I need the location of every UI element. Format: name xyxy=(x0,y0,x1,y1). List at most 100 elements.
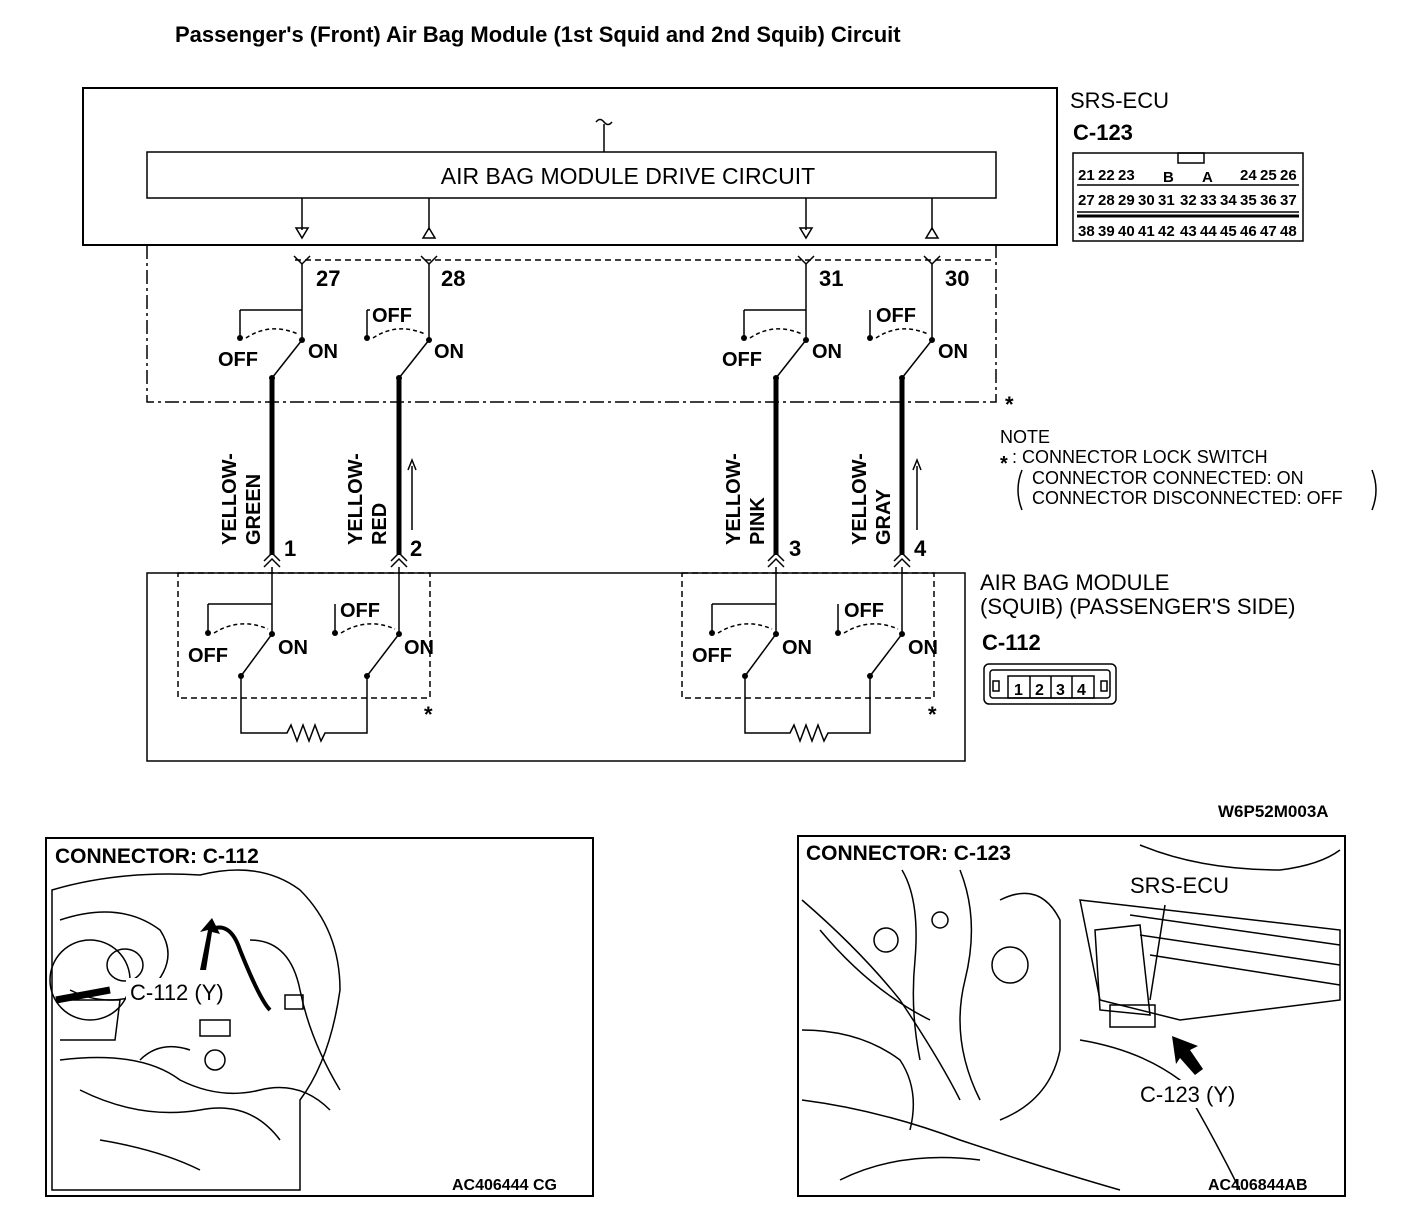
note-line1: : CONNECTOR LOCK SWITCH xyxy=(1012,447,1268,467)
module-box xyxy=(146,572,966,762)
mod-sw3-off: OFF xyxy=(692,645,732,667)
ac-symbol xyxy=(595,118,613,126)
photo-left-frame xyxy=(45,837,594,1197)
ecu-sw31-off: OFF xyxy=(722,349,762,371)
svg-text:36: 36 xyxy=(1260,192,1277,209)
module-label-line2: (SQUIB) (PASSENGER'S SIDE) xyxy=(980,594,1296,619)
svg-text:42: 42 xyxy=(1158,223,1175,240)
module-connector-face xyxy=(983,663,1117,705)
ecu-box xyxy=(82,87,1058,246)
drive-arrows xyxy=(294,198,940,240)
module-conn-pin-2: 2 xyxy=(1035,682,1044,699)
mod-sw2-on: ON xyxy=(404,637,434,659)
ecu-connector-enclosure xyxy=(146,245,997,403)
squib2-enclosure xyxy=(681,572,935,699)
svg-text:47: 47 xyxy=(1260,223,1277,240)
svg-text:33: 33 xyxy=(1200,192,1217,209)
svg-text:28: 28 xyxy=(1098,192,1115,209)
module-terminals xyxy=(263,551,911,568)
harness-wires xyxy=(269,378,922,555)
svg-text:26: 26 xyxy=(1280,167,1297,184)
module-pin-2: 2 xyxy=(410,536,422,561)
ecu-sw30-off: OFF xyxy=(876,305,916,327)
note-paren-right xyxy=(1371,469,1377,511)
photo-right-heading: CONNECTOR: C-123 xyxy=(806,842,1011,865)
drive-circuit-label: AIR BAG MODULE DRIVE CIRCUIT xyxy=(441,163,815,189)
svg-text:39: 39 xyxy=(1098,223,1115,240)
module-pin-4: 4 xyxy=(914,536,927,561)
module-lock-switches xyxy=(205,567,905,744)
note-line3: CONNECTOR DISCONNECTED: OFF xyxy=(1032,488,1343,508)
drive-circuit-box xyxy=(146,151,997,199)
wire-2-color-line1: YELLOW- xyxy=(345,453,367,545)
svg-text:48: 48 xyxy=(1280,223,1297,240)
note-line2: CONNECTOR CONNECTED: ON xyxy=(1032,468,1304,488)
mod-sw2-off: OFF xyxy=(340,600,380,622)
photo-left-heading: CONNECTOR: C-112 xyxy=(55,845,259,868)
svg-text:45: 45 xyxy=(1220,223,1237,240)
photo-right-frame xyxy=(797,835,1346,1197)
module-pin-1: 1 xyxy=(284,536,296,561)
svg-text:34: 34 xyxy=(1220,192,1237,209)
svg-text:40: 40 xyxy=(1118,223,1135,240)
note-star: * xyxy=(1000,453,1008,475)
wire-1-color-line1: YELLOW- xyxy=(219,453,241,545)
ecu-label: SRS-ECU xyxy=(1070,88,1169,113)
svg-text:44: 44 xyxy=(1200,223,1217,240)
svg-text:30: 30 xyxy=(1138,192,1155,209)
photo-left-illustration xyxy=(49,869,341,1191)
ecu-pin-30: 30 xyxy=(945,266,969,291)
ecu-sw28-off: OFF xyxy=(372,305,412,327)
ecu-lock-star: * xyxy=(1005,392,1014,417)
ecu-pin-31: 31 xyxy=(819,266,843,291)
svg-text:31: 31 xyxy=(1158,192,1175,209)
photo-right-callout-bg xyxy=(1136,1080,1254,1108)
ecu-connector-label: C-123 xyxy=(1073,120,1133,145)
photo-left-code: AC406444 CG xyxy=(452,1177,557,1194)
page-title: Passenger's (Front) Air Bag Module (1st … xyxy=(175,22,901,47)
ecu-connector-row1: 21 22 23 B A 24 25 26 xyxy=(1078,167,1297,186)
svg-text:43: 43 xyxy=(1180,223,1197,240)
ecu-connector-row3: 38 39 40 41 42 43 44 45 46 47 48 xyxy=(1078,223,1297,240)
note-heading: NOTE xyxy=(1000,427,1050,447)
mod-sw3-on: ON xyxy=(782,637,812,659)
photo-right-ecu-bg xyxy=(1126,872,1244,898)
svg-text:A: A xyxy=(1202,169,1213,186)
svg-text:32: 32 xyxy=(1180,192,1197,209)
wire-4-color-line1: YELLOW- xyxy=(849,453,871,545)
squib1-lock-star: * xyxy=(424,702,433,727)
svg-text:38: 38 xyxy=(1078,223,1095,240)
module-label-line1: AIR BAG MODULE xyxy=(980,570,1169,595)
ecu-pin-27: 27 xyxy=(316,266,340,291)
ecu-sw31-on: ON xyxy=(812,341,842,363)
svg-text:41: 41 xyxy=(1138,223,1155,240)
svg-text:35: 35 xyxy=(1240,192,1257,209)
module-connector-label: C-112 xyxy=(982,630,1041,655)
mod-sw4-on: ON xyxy=(908,637,938,659)
ecu-sw28-on: ON xyxy=(434,341,464,363)
ecu-lock-switches xyxy=(237,264,935,381)
ecu-sw27-off: OFF xyxy=(218,349,258,371)
svg-text:29: 29 xyxy=(1118,192,1135,209)
photo-right-callout: C-123 (Y) xyxy=(1140,1082,1235,1107)
module-pin-3: 3 xyxy=(789,536,801,561)
figure-code: W6P52M003A xyxy=(1218,802,1329,821)
module-conn-pin-3: 3 xyxy=(1056,682,1065,699)
photo-left-callout-bg xyxy=(126,978,244,1006)
note-paren-left xyxy=(1017,469,1023,511)
svg-text:B: B xyxy=(1163,169,1174,186)
svg-text:37: 37 xyxy=(1280,192,1297,209)
ecu-sw27-on: ON xyxy=(308,341,338,363)
wire-1-color-line2: GREEN xyxy=(243,474,265,545)
svg-text:24: 24 xyxy=(1240,167,1257,184)
module-conn-pin-4: 4 xyxy=(1077,682,1086,699)
svg-text:23: 23 xyxy=(1118,167,1135,184)
wire-3-color-line1: YELLOW- xyxy=(723,453,745,545)
photo-right-illustration xyxy=(801,844,1341,1191)
mod-sw1-on: ON xyxy=(278,637,308,659)
svg-text:21: 21 xyxy=(1078,167,1095,184)
ecu-pin-28: 28 xyxy=(441,266,465,291)
squib1-enclosure xyxy=(177,572,431,699)
svg-text:27: 27 xyxy=(1078,192,1095,209)
photo-right-ecu-callout: SRS-ECU xyxy=(1130,873,1229,898)
